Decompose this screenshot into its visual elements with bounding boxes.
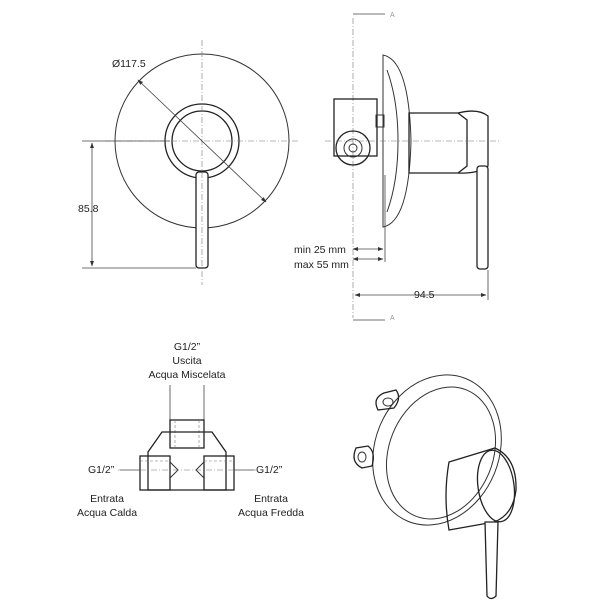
depth-min-label: min 25 mm <box>294 244 346 256</box>
iso-lever <box>484 521 499 600</box>
outlet-name-label: Uscita <box>172 355 202 367</box>
side-lever <box>476 165 489 270</box>
connection-ring-inner <box>343 138 363 158</box>
connection-bore <box>348 143 358 153</box>
iso-spout <box>445 447 517 531</box>
valve-body-view <box>118 385 256 491</box>
length-label: 94.5 <box>414 289 435 301</box>
outlet-thread-label: G1/2” <box>173 341 201 353</box>
diameter-label: Ø117.5 <box>112 58 146 70</box>
section-label-bottom: A <box>390 315 395 322</box>
cold-description-label: Acqua Fredda <box>238 507 304 519</box>
iso-rear-bracket <box>375 389 400 411</box>
valve-cap <box>375 114 385 128</box>
section-label-top: A <box>390 12 395 19</box>
iso-side-bracket <box>353 445 374 469</box>
hot-inlet-connection <box>139 455 171 491</box>
iso-handle-cap <box>476 449 516 523</box>
iso-plate-inner <box>385 386 497 520</box>
hot-name-label: Entrata <box>90 493 124 505</box>
spout-body <box>408 112 468 174</box>
iso-bracket-hole <box>382 397 394 407</box>
isometric-view <box>353 374 517 600</box>
height-label: 85.8 <box>78 203 99 215</box>
hot-description-label: Acqua Calda <box>76 507 138 519</box>
connection-ring-outer <box>335 130 371 166</box>
handle-housing <box>457 110 489 174</box>
iso-plate-outer <box>372 374 502 526</box>
hot-thread-label: G1/2” <box>88 464 115 476</box>
front-view <box>82 40 300 285</box>
outlet-description-label: Acqua Miscelata <box>148 369 226 381</box>
side-view <box>325 13 500 321</box>
wall-plate-back <box>386 69 399 213</box>
cold-thread-label: G1/2” <box>256 464 283 476</box>
iso-side-hole <box>357 451 367 463</box>
outlet-connection <box>169 419 205 449</box>
cold-name-label: Entrata <box>254 493 288 505</box>
cold-inlet-connection <box>203 455 235 491</box>
depth-max-label: max 55 mm <box>294 259 349 271</box>
diameter-dimension-line <box>137 79 267 203</box>
